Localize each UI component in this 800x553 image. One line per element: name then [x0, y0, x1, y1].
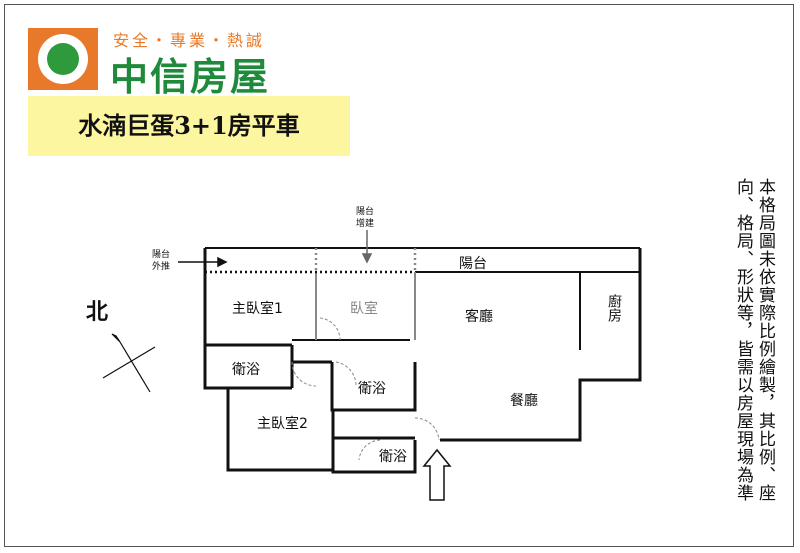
brand-logo: [28, 28, 98, 90]
room-master-bedroom-2: 主臥室2: [257, 416, 308, 432]
room-dining-room: 餐廳: [510, 393, 538, 409]
page-frame: [4, 4, 794, 547]
room-kitchen: 廚房: [606, 294, 622, 322]
door-swing-2: [335, 361, 357, 387]
balcony-push-arrow-head: [217, 256, 228, 268]
room-living-room: 客廳: [465, 309, 493, 325]
brand-slogan: 安全・專業・熱誠: [113, 31, 266, 50]
wall-east: [440, 248, 642, 442]
logo-globe-icon: [38, 34, 88, 84]
room-balcony: 陽台: [459, 256, 487, 272]
wall-south: [331, 440, 417, 474]
door-swing-5: [319, 317, 341, 341]
disclaimer-text: 本格局圖未依實際比例繪製，其比例、座向、格局、形狀等，皆需以房屋現場為準: [733, 178, 775, 502]
entrance-arrow-icon: [422, 448, 452, 501]
room-bath-1: 衛浴: [232, 362, 260, 378]
door-swing-3: [414, 417, 440, 441]
compass-north-label: 北: [86, 300, 109, 325]
room-bedroom: 臥室: [350, 301, 378, 317]
compass-icon: [102, 333, 156, 393]
listing-title-box: 水湳巨蛋3+1房平車: [28, 96, 350, 156]
room-master-bedroom-1: 主臥室1: [232, 301, 283, 317]
room-bath-2: 衛浴: [358, 381, 386, 397]
room-bath-3: 衛浴: [379, 449, 407, 465]
balcony-enclosed-note: 陽台 增建: [356, 207, 375, 229]
door-swing-4: [358, 439, 381, 461]
balcony-enclosed-arrow-head: [361, 253, 373, 264]
wall-west: [203, 248, 333, 472]
brand-name: 中信房屋: [110, 55, 271, 99]
listing-title: 水湳巨蛋3+1房平車: [78, 111, 300, 140]
door-swing-1: [291, 361, 317, 387]
balcony-pushed-out-note: 陽台 外推: [152, 250, 171, 272]
wall-bath2: [330, 362, 417, 412]
